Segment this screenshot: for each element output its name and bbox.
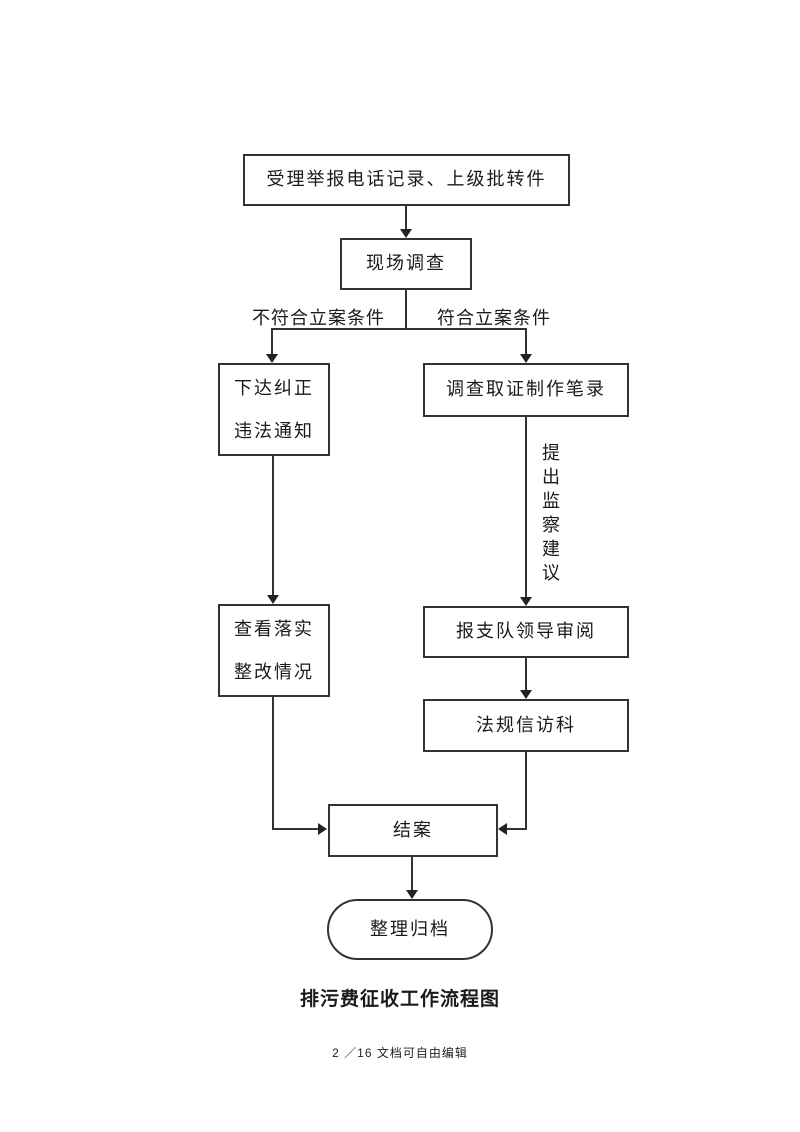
branch-label-not-meet-conditions: 不符合立案条件: [252, 308, 385, 328]
connector-branch-bar: [271, 328, 527, 330]
flow-box-correction-notice-line2: 违法通知: [234, 420, 314, 441]
connector-review-to-legal: [525, 658, 527, 691]
flow-box-leader-review-label: 报支队领导审阅: [456, 621, 596, 642]
connector-notice-to-check: [272, 456, 274, 596]
flow-terminator-archive: 整理归档: [327, 899, 493, 960]
connector-close-to-archive: [411, 857, 413, 891]
flow-box-close-case-label: 结案: [393, 819, 433, 840]
flow-box-legal-petition-section-label: 法规信访科: [476, 714, 576, 735]
flow-box-site-investigation-label: 现场调查: [366, 253, 446, 274]
flow-box-check-rectification-line2: 整改情况: [234, 661, 314, 682]
connector-legal-to-close-vertical: [525, 752, 527, 830]
flow-box-evidence-record-label: 调查取证制作笔录: [446, 379, 606, 400]
connector-evidence-to-review: [525, 417, 527, 598]
page-footer: 2 ／16 文档可自由编辑: [332, 1046, 468, 1060]
edge-label-supervision-suggestion: 提出监察建议: [540, 443, 560, 587]
flow-box-correction-notice: 下达纠正 违法通知: [218, 363, 330, 456]
flow-box-evidence-record: 调查取证制作笔录: [423, 363, 629, 417]
flow-box-close-case: 结案: [328, 804, 498, 857]
connector-legal-to-close-horizontal: [507, 828, 527, 830]
flow-box-receive-report: 受理举报电话记录、上级批转件: [243, 154, 570, 206]
arrow-down-icon: [267, 595, 279, 604]
arrow-left-icon: [498, 823, 507, 835]
arrow-right-icon: [318, 823, 327, 835]
flow-box-correction-notice-line1: 下达纠正: [234, 377, 314, 398]
flow-box-check-rectification-line1: 查看落实: [234, 618, 314, 639]
arrow-down-icon: [406, 890, 418, 899]
flowchart-caption: 排污费征收工作流程图: [299, 989, 500, 1010]
connector-branch-left: [271, 328, 273, 355]
flow-box-leader-review: 报支队领导审阅: [423, 606, 629, 658]
connector-check-to-close-horizontal: [272, 828, 319, 830]
arrow-down-icon: [520, 354, 532, 363]
branch-label-meet-conditions: 符合立案条件: [437, 308, 551, 328]
flow-box-legal-petition-section: 法规信访科: [423, 699, 629, 752]
connector-check-to-close-vertical: [272, 697, 274, 830]
arrow-down-icon: [400, 229, 412, 238]
flow-terminator-archive-label: 整理归档: [370, 918, 450, 939]
arrow-down-icon: [520, 690, 532, 699]
connector-receive-to-investigate: [405, 206, 407, 230]
flow-box-receive-report-label: 受理举报电话记录、上级批转件: [266, 169, 547, 190]
flow-box-site-investigation: 现场调查: [340, 238, 472, 290]
arrow-down-icon: [520, 597, 532, 606]
flow-box-check-rectification: 查看落实 整改情况: [218, 604, 330, 697]
connector-investigate-to-branch: [405, 290, 407, 330]
connector-branch-right: [525, 328, 527, 355]
arrow-down-icon: [266, 354, 278, 363]
